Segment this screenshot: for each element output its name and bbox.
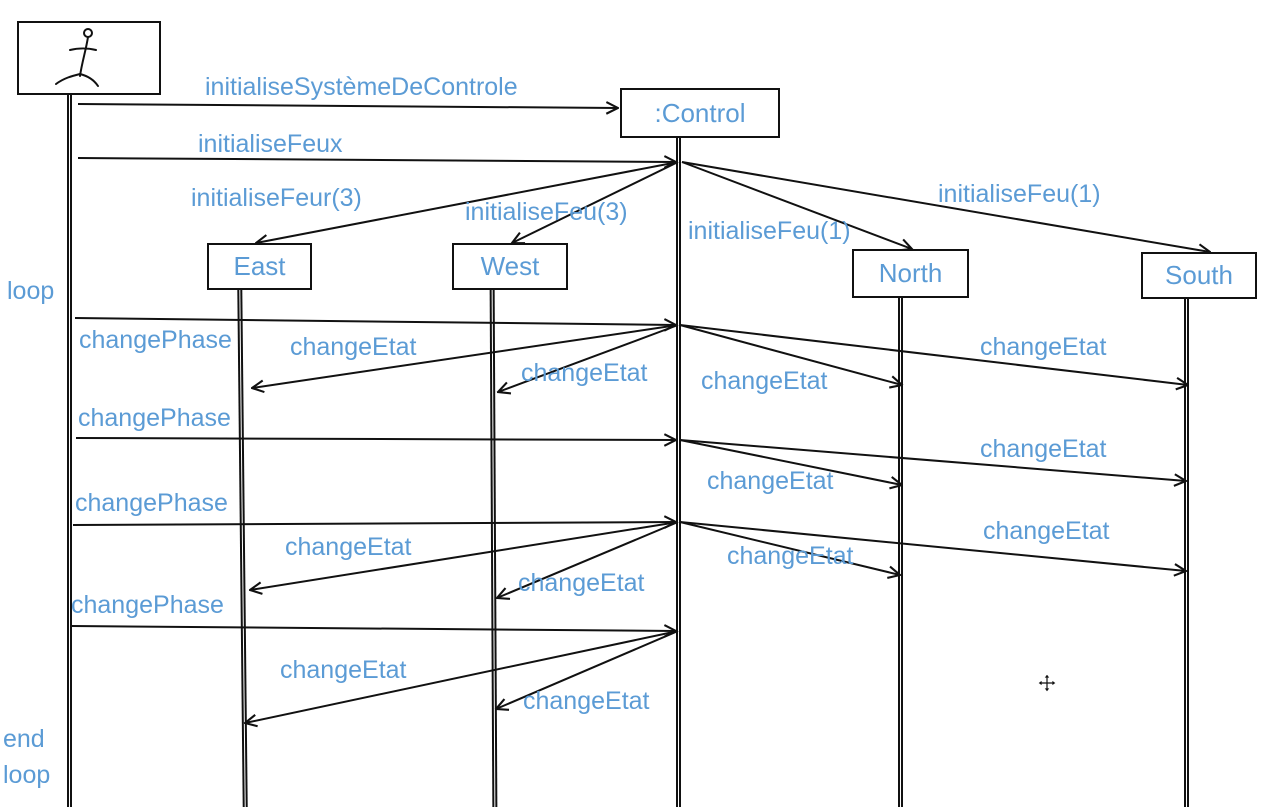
lifeline-south — [1184, 298, 1189, 807]
participant-south: South — [1141, 252, 1257, 299]
participant-south-label: South — [1165, 260, 1233, 290]
arrow-change-phase-1 — [74, 317, 676, 325]
arrow-change-etat-west-4 — [496, 630, 679, 709]
msg-change-phase-4: changePhase — [71, 591, 224, 619]
arrow-change-etat-north-2 — [679, 439, 902, 485]
participant-east-label: East — [233, 251, 286, 281]
arrow-init-north — [681, 161, 912, 249]
msg-init-feux: initialiseFeux — [198, 130, 343, 158]
msg-change-etat-west-4: changeEtat — [523, 687, 650, 715]
arrow-change-etat-south-2 — [679, 439, 1186, 481]
loop-end-label-line2: loop — [3, 761, 51, 789]
msg-init-control: initialiseSystèmeDeControle — [205, 73, 518, 101]
lifeline-north — [898, 297, 903, 807]
msg-change-etat-south-1: changeEtat — [980, 333, 1107, 361]
participant-west-label: West — [480, 251, 540, 281]
arrow-change-etat-north-3 — [679, 521, 900, 575]
arrow-change-etat-west-3 — [497, 521, 679, 598]
msg-init-east: initialiseFeur(3) — [191, 184, 362, 212]
actor-box — [17, 21, 161, 95]
msg-change-etat-north-2: changeEtat — [707, 467, 834, 495]
participant-control-label: :Control — [654, 97, 746, 128]
stick-figure-icon — [55, 28, 99, 87]
msg-init-south: initialiseFeu(1) — [938, 180, 1101, 208]
arrow-init-control — [77, 104, 618, 108]
msg-init-north: initialiseFeu(1) — [688, 217, 851, 245]
msg-change-etat-west-1: changeEtat — [521, 359, 648, 387]
arrow-change-etat-west-1 — [498, 324, 679, 392]
participant-north-label: North — [878, 258, 943, 288]
arrow-init-west — [512, 161, 679, 243]
arrow-init-feux — [77, 158, 676, 162]
participant-east: East — [207, 243, 312, 290]
participant-west: West — [452, 243, 568, 290]
msg-change-phase-3: changePhase — [75, 489, 228, 517]
arrow-change-etat-north-1 — [679, 324, 902, 385]
arrow-change-etat-south-1 — [679, 324, 1188, 385]
msg-change-etat-south-3: changeEtat — [983, 517, 1110, 545]
participant-control: :Control — [620, 88, 780, 138]
lifeline-actor — [67, 94, 72, 807]
loop-start-label: loop — [7, 277, 55, 305]
arrow-change-etat-east-4 — [245, 630, 679, 723]
msg-change-etat-north-1: changeEtat — [701, 367, 828, 395]
arrow-change-etat-east-1 — [252, 324, 679, 388]
msg-change-phase-2: changePhase — [78, 404, 231, 432]
arrow-change-etat-south-3 — [679, 521, 1186, 571]
msg-change-etat-north-3: changeEtat — [727, 542, 854, 570]
arrow-change-etat-east-3 — [250, 521, 679, 590]
msg-change-etat-south-2: changeEtat — [980, 435, 1107, 463]
move-cursor-icon — [1037, 673, 1057, 693]
msg-change-etat-east-1: changeEtat — [290, 333, 417, 361]
arrow-init-south — [681, 161, 1210, 252]
arrow-init-east — [256, 161, 679, 243]
arrow-change-phase-3 — [72, 522, 676, 525]
loop-end-label-line1: end — [3, 725, 45, 753]
arrow-change-phase-2 — [75, 438, 676, 440]
msg-change-etat-east-4: changeEtat — [280, 656, 407, 684]
msg-change-etat-west-3: changeEtat — [518, 569, 645, 597]
msg-init-west: initialiseFeu(3) — [465, 198, 628, 226]
msg-change-etat-east-3: changeEtat — [285, 533, 412, 561]
arrow-change-phase-4 — [71, 626, 676, 631]
participant-north: North — [852, 249, 969, 298]
lifeline-control — [676, 137, 681, 807]
msg-change-phase-1: changePhase — [79, 326, 232, 354]
